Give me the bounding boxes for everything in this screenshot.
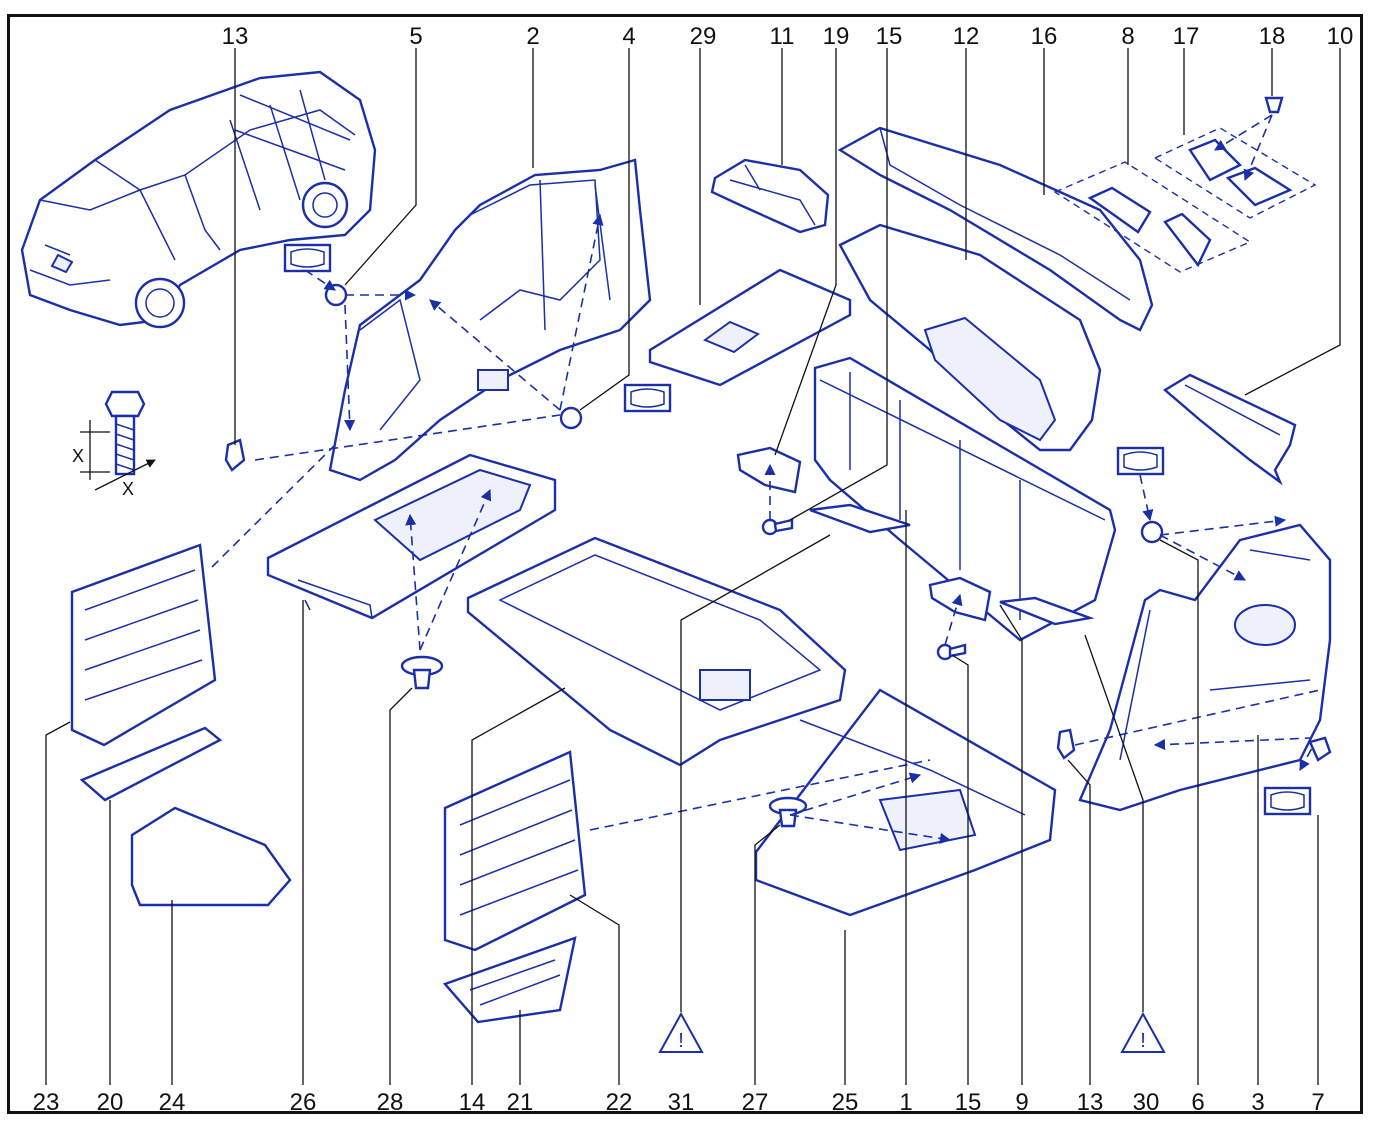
cap-parts xyxy=(400,655,808,828)
label-26: 26 xyxy=(290,1089,317,1116)
label-14: 14 xyxy=(459,1089,486,1116)
label-12: 12 xyxy=(953,23,980,50)
label-8: 8 xyxy=(1121,23,1134,50)
dimension-x-diagonal: X xyxy=(122,479,134,499)
panels-23-22 xyxy=(70,543,587,952)
label-15-bottom: 15 xyxy=(955,1089,982,1116)
label-7: 7 xyxy=(1311,1089,1324,1116)
label-1: 1 xyxy=(899,1089,912,1116)
bolt-icon xyxy=(80,390,156,491)
label-20: 20 xyxy=(97,1089,124,1116)
vehicle-illustration xyxy=(20,70,377,329)
parcel-shelf xyxy=(837,126,1154,452)
warning-symbol-30: ! xyxy=(1140,1030,1146,1052)
label-23: 23 xyxy=(33,1089,60,1116)
label-24: 24 xyxy=(159,1089,186,1116)
rear-right-side-trim xyxy=(1078,523,1332,812)
label-18: 18 xyxy=(1259,23,1286,50)
label-22: 22 xyxy=(606,1089,633,1116)
leader-lines xyxy=(45,48,1341,1085)
label-6: 6 xyxy=(1191,1089,1204,1116)
small-parts-group xyxy=(1053,96,1317,273)
label-4: 4 xyxy=(622,23,635,50)
warning-triangle-icon xyxy=(658,1011,1166,1053)
top-labels: 13 5 2 4 29 11 19 15 12 16 8 17 18 10 xyxy=(222,23,1354,50)
label-28: 28 xyxy=(377,1089,404,1116)
label-16: 16 xyxy=(1031,23,1058,50)
label-5: 5 xyxy=(409,23,422,50)
foam-strips xyxy=(809,503,1095,626)
part-29-panel xyxy=(648,268,852,387)
clip-icon xyxy=(224,283,1332,762)
bottom-labels: 23 20 24 26 28 14 21 22 31 27 25 1 15 9 … xyxy=(33,1089,1325,1116)
part-11-bracket xyxy=(710,158,830,234)
label-19: 19 xyxy=(823,23,850,50)
label-13-bottom: 13 xyxy=(1077,1089,1104,1116)
label-27: 27 xyxy=(742,1089,769,1116)
label-11: 11 xyxy=(770,23,795,50)
label-29: 29 xyxy=(690,23,717,50)
label-3: 3 xyxy=(1251,1089,1264,1116)
part-14-floor xyxy=(466,536,847,767)
label-17: 17 xyxy=(1173,23,1200,50)
consumable-kit-icon xyxy=(283,243,1312,816)
connection-lines xyxy=(211,213,1321,844)
label-2: 2 xyxy=(526,23,539,50)
label-25: 25 xyxy=(832,1089,859,1116)
warning-symbol-31: ! xyxy=(678,1030,684,1052)
rear-left-side-trim xyxy=(328,158,652,482)
label-13-top: 13 xyxy=(222,23,249,50)
part-10-trim xyxy=(1162,373,1297,486)
label-31: 31 xyxy=(668,1089,695,1116)
label-30: 30 xyxy=(1133,1089,1160,1116)
screw-icon xyxy=(761,518,967,661)
label-10: 10 xyxy=(1327,23,1354,50)
label-9: 9 xyxy=(1015,1089,1028,1116)
dimension-x-vertical: X xyxy=(72,446,84,466)
label-15-top: 15 xyxy=(876,23,903,50)
parts-20-24-21 xyxy=(79,726,577,1024)
label-21: 21 xyxy=(507,1089,534,1116)
